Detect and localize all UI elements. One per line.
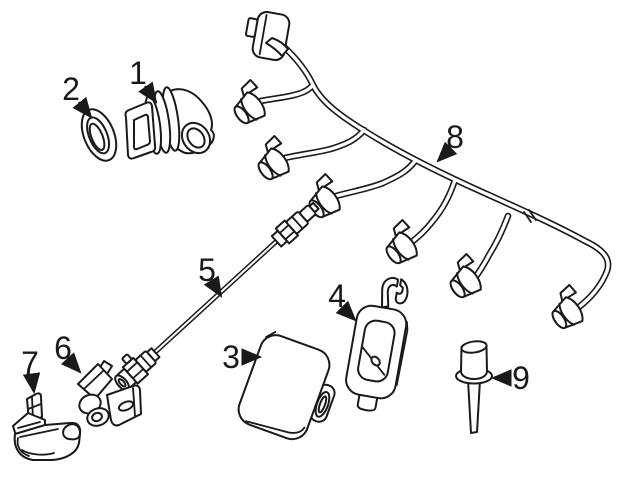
plug-side-tab	[245, 17, 259, 38]
grommet-drawing	[80, 108, 118, 162]
harness-connector-4	[375, 218, 427, 271]
grommet-hole	[88, 122, 106, 152]
callout-2[interactable]: 2	[62, 71, 93, 119]
bracket-frame-inner	[357, 319, 396, 383]
callout-8-arrow	[436, 141, 458, 163]
cable-connector-bottom	[114, 347, 161, 392]
expansion-pin-drawing	[455, 340, 493, 434]
cable-connector-top	[270, 201, 320, 248]
callout-9-label: 9	[512, 360, 530, 396]
small-bracket-drawing	[77, 360, 142, 427]
module-slot-inner	[317, 395, 328, 414]
harness-branch-2	[281, 126, 368, 162]
callout-1[interactable]: 1	[129, 55, 158, 104]
callout-5[interactable]: 5	[198, 252, 223, 298]
callout-5-label: 5	[198, 252, 216, 288]
pin-shaft	[467, 379, 481, 434]
module-bracket-drawing	[345, 277, 409, 412]
callout-3-label: 3	[222, 339, 240, 375]
wiring-harness-drawing	[223, 10, 612, 335]
callout-5-arrow	[203, 275, 223, 298]
bracket-depth-edge	[395, 320, 409, 386]
callout-6-label: 6	[54, 330, 72, 366]
harness-connector-6	[541, 283, 593, 335]
callout-6[interactable]: 6	[54, 330, 82, 374]
callout-4-arrow	[335, 300, 357, 322]
control-module-drawing	[237, 331, 336, 441]
harness-branch-4	[409, 176, 459, 245]
small-bracket-slot	[117, 400, 135, 412]
bracket-peg	[370, 355, 381, 367]
sensor-bezel-recess	[133, 113, 151, 151]
sensor-socket-inner	[186, 127, 206, 149]
callout-6-arrow	[60, 352, 82, 374]
pin-head-top	[460, 340, 488, 354]
small-bracket-hole	[91, 411, 103, 423]
callout-4[interactable]: 4	[328, 278, 357, 322]
callout-3[interactable]: 3	[222, 339, 263, 375]
callout-8-label: 8	[446, 119, 464, 155]
callout-4-label: 4	[328, 278, 346, 314]
pin-head	[460, 346, 488, 380]
harness-connector-2	[247, 134, 299, 187]
module-body	[237, 334, 331, 441]
callout-7-label: 7	[21, 345, 39, 381]
callout-7[interactable]: 7	[21, 345, 41, 395]
harness-main-connector	[245, 10, 291, 62]
callout-2-label: 2	[62, 71, 80, 107]
callout-8[interactable]: 8	[436, 119, 464, 163]
holder-notch-tab	[62, 423, 81, 441]
callout-7-arrow	[22, 372, 41, 395]
bracket-fork	[381, 277, 409, 309]
plug-neck	[265, 37, 289, 57]
callout-1-arrow	[138, 81, 158, 104]
module-top-edge	[265, 331, 277, 338]
module-bottom-fold	[245, 420, 306, 434]
callout-9[interactable]: 9	[490, 360, 530, 396]
sensor-drawing	[124, 86, 215, 160]
harness-clip-mark	[523, 209, 537, 223]
harness-connector-1	[223, 78, 275, 131]
callout-1-label: 1	[129, 55, 147, 91]
callout-2-arrow	[72, 96, 93, 119]
holder-bracket-drawing	[12, 392, 82, 461]
harness-branch-3	[332, 157, 419, 200]
